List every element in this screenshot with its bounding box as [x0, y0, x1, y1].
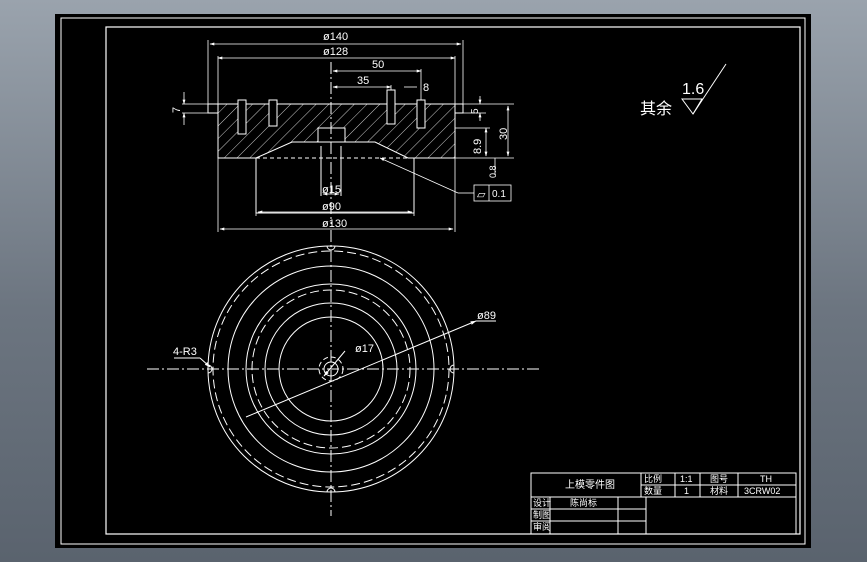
title-block [530, 472, 797, 535]
surface-note-value: 1.6 [682, 81, 704, 98]
dim-d130: ø130 [322, 218, 347, 230]
designer-label: 设计 [533, 497, 551, 508]
designer-value: 陈尚标 [570, 497, 597, 508]
dim-35: 35 [357, 75, 369, 87]
plan-dimension-text: 4-R3 ø17 ø89 [173, 310, 496, 358]
dim-d90: ø90 [322, 201, 341, 213]
section-dimension-text: ø140 ø128 50 35 8 7 5 30 8.9 0.8 ø15 ø90… [171, 31, 510, 230]
drafter-label: 制图 [533, 509, 551, 520]
dim-d128: ø128 [323, 46, 348, 58]
plan-view [147, 230, 540, 516]
reviewer-label: 审阅 [533, 521, 551, 532]
title-block-text: 上模零件图 比例 1:1 图号 TH 数量 1 材料 3CRW02 设计 陈尚标… [533, 473, 780, 532]
dim-d17: ø17 [355, 343, 374, 355]
hole-4 [416, 99, 426, 129]
inner-border [105, 26, 801, 535]
part-name: 上模零件图 [565, 479, 615, 491]
dim-50: 50 [372, 59, 384, 71]
dim-d140: ø140 [323, 31, 348, 43]
outer-border [60, 17, 806, 545]
scale-label: 比例 [644, 473, 662, 484]
quantity-value: 1 [684, 486, 689, 496]
dim-8: 8 [423, 82, 429, 94]
drawing-no-value: TH [760, 474, 772, 484]
surface-note-label: 其余 [640, 99, 672, 118]
hole-1 [237, 99, 247, 135]
dim-7: 7 [171, 107, 183, 113]
dim-8-9: 8.9 [472, 139, 484, 154]
drawing-no-label: 图号 [710, 474, 728, 484]
flange-left [207, 103, 219, 114]
flatness-symbol: ▱ [477, 189, 486, 201]
scale-value: 1:1 [680, 474, 693, 484]
drawing-sheet: ø140 ø128 50 35 8 7 5 30 8.9 0.8 ø15 ø90… [55, 14, 811, 548]
material-value: 3CRW02 [744, 486, 780, 496]
material-label: 材料 [710, 485, 728, 496]
hole-2 [268, 99, 278, 127]
hole-3 [386, 89, 396, 125]
cad-drawing: ø140 ø128 50 35 8 7 5 30 8.9 0.8 ø15 ø90… [60, 17, 806, 545]
quantity-label: 数量 [644, 485, 662, 496]
dim-d15: ø15 [322, 184, 341, 196]
dim-d89: ø89 [477, 310, 496, 322]
dim-r3: 4-R3 [173, 346, 197, 358]
dim-30: 30 [498, 128, 510, 140]
section-view [207, 62, 464, 224]
section-dimensions [182, 40, 514, 232]
dim-0-8: 0.8 [488, 165, 498, 178]
dim-5: 5 [470, 108, 481, 114]
surface-roughness: 其余 1.6 [640, 63, 727, 118]
flatness-value: 0.1 [492, 189, 506, 200]
flange-right [454, 103, 464, 114]
